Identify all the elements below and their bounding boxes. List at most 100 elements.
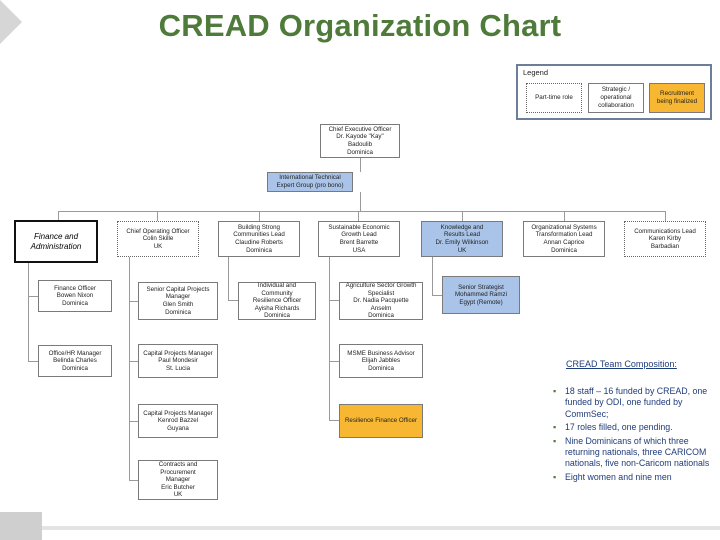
finance-officer-line-1: Finance Officer — [54, 284, 96, 292]
coo-child-3-line-1: Capital Projects Manager — [143, 409, 213, 417]
knowledge-line-3: Dr. Emily Wilkinson — [435, 239, 489, 246]
connector-coo-spine — [129, 257, 130, 480]
coo-child-1-line-1: Senior Capital Projects — [146, 285, 210, 293]
coo-child-4-line-1: Contracts and Procurement — [158, 461, 198, 476]
bsc-child-line-3: Ayisha Richards — [254, 304, 300, 312]
connector-drop-coo — [157, 211, 158, 221]
org-systems-lead-box: Organizational Systems Transformation Le… — [523, 221, 605, 257]
footer-bar-block — [0, 512, 42, 540]
coo-line-1: Chief Operating Officer — [126, 227, 190, 235]
team-bullet: 18 staff – 16 funded by CREAD, one funde… — [553, 386, 713, 420]
orgsys-line-4: Dominica — [551, 246, 577, 254]
team-composition-list: 18 staff – 16 funded by CREAD, one funde… — [553, 386, 713, 485]
connector-drop-bsc — [259, 211, 260, 221]
knowledge-child-line-1: Senior Strategist — [458, 283, 504, 291]
legend-recruitment: Recruitment being finalized — [649, 83, 705, 113]
knowledge-line-2: Results Lead — [443, 231, 481, 239]
coo-line-2: Colin Skille — [142, 235, 174, 243]
knowledge-results-lead-box: Knowledge and Results Lead Dr. Emily Wil… — [421, 221, 503, 257]
office-hr-manager-box: Office/HR Manager Belinda Charles Domini… — [38, 345, 112, 377]
sust-child-1-line-1: Agriculture Sector Growth — [345, 282, 417, 290]
finance-officer-line-3: Dominica — [62, 299, 88, 307]
ceo-line-2: Dr. Kayode "Kay" — [336, 133, 384, 141]
connector-bsc-spine — [228, 257, 229, 301]
connector-sustainable-child-2 — [329, 361, 339, 362]
knowledge-child-line-3: Egypt (Remote) — [459, 298, 503, 306]
connector-knowledge-spine — [432, 257, 433, 296]
connector-coo-child-3 — [129, 421, 138, 422]
resilience-finance-officer-box: Resilience Finance Officer — [339, 404, 423, 438]
coo-child-2-line-3: St. Lucia — [165, 364, 191, 372]
connector-sustainable-child-1 — [329, 300, 339, 301]
bsc-child-line-2: Resilience Officer — [252, 297, 302, 305]
coo-child-1-line-3: Glen Smith — [162, 301, 194, 308]
bsc-child-line-1: Individual and Community — [257, 282, 297, 297]
bsc-line-4: Dominica — [246, 246, 272, 254]
contracts-procurement-manager-box: Contracts and Procurement Manager Eric B… — [138, 460, 218, 500]
legend: Legend Part-time role Strategic / operat… — [516, 64, 712, 120]
sust-child-1-line-4: Dominica — [368, 312, 394, 320]
legend-part-time: Part-time role — [526, 83, 582, 113]
ceo-box: Chief Executive Officer Dr. Kayode "Kay"… — [320, 124, 400, 158]
connector-finance-spine — [28, 263, 29, 362]
knowledge-line-1: Knowledge and — [440, 223, 484, 231]
legend-recruitment-label: Recruitment being finalized — [656, 90, 698, 105]
capital-projects-manager-2-box: Capital Projects Manager Kenrod Bazzel G… — [138, 404, 218, 438]
orgsys-line-2: Transformation Lead — [535, 231, 593, 239]
finance-officer-box: Finance Officer Bowen Nixon Dominica — [38, 280, 112, 312]
team-bullet: 17 roles filled, one pending. — [553, 422, 713, 434]
coo-child-3-line-3: Guyana — [167, 424, 189, 432]
coo-child-2-line-1: Capital Projects Manager — [143, 349, 213, 357]
office-hr-line-3: Dominica — [62, 364, 88, 372]
bsc-lead-box: Building Strong Communities Lead Claudin… — [218, 221, 300, 257]
ceo-line-1: Chief Executive Officer — [328, 125, 392, 133]
finance-admin-box: Finance and Administration — [14, 220, 98, 263]
connector-drop-orgsys — [564, 211, 565, 221]
connector-group-bus — [360, 192, 361, 211]
coo-child-1-line-4: Dominica — [165, 308, 191, 316]
page-title: CREAD Organization Chart — [158, 8, 562, 43]
senior-capital-projects-manager-box: Senior Capital Projects Manager Glen Smi… — [138, 282, 218, 320]
sust-child-1-line-3: Dr. Nadia Pacquette Anselm — [353, 297, 409, 312]
msme-business-advisor-box: MSME Business Advisor Elijah Jabbles Dom… — [339, 344, 423, 378]
connector-coo-child-2 — [129, 361, 138, 362]
finance-line-1: Finance and — [33, 231, 79, 241]
comms-line-1: Communications Lead — [634, 227, 696, 235]
comms-line-2: Karen Kirby — [648, 235, 682, 243]
legend-strategic-label: Strategic / operational collaboration — [598, 86, 634, 109]
comms-line-3: Barbadian — [650, 242, 680, 250]
connector-top-bus — [58, 211, 666, 212]
communications-lead-box: Communications Lead Karen Kirby Barbadia… — [624, 221, 706, 257]
ceo-line-3: Badoulib — [347, 141, 373, 148]
connector-drop-sustainable — [358, 211, 359, 221]
legend-strategic: Strategic / operational collaboration — [588, 83, 644, 113]
connector-drop-comms — [665, 211, 666, 221]
connector-sustainable-child-3 — [329, 420, 339, 421]
connector-bsc-child-1 — [228, 300, 238, 301]
connector-drop-finance — [58, 211, 59, 221]
connector-knowledge-child-1 — [432, 295, 442, 296]
connector-drop-knowledge — [462, 211, 463, 221]
sust-child-2-line-1: MSME Business Advisor — [347, 349, 415, 357]
team-bullet: Nine Dominicans of which three returning… — [553, 436, 713, 470]
knowledge-line-4: UK — [457, 246, 467, 254]
bsc-line-3: Claudine Roberts — [235, 239, 283, 246]
bsc-child-line-4: Dominica — [264, 312, 290, 320]
sust-child-2-line-2: Elijah Jabbles — [361, 357, 401, 365]
legend-title: Legend — [523, 68, 549, 77]
connector-ceo-group — [360, 158, 361, 172]
sust-child-2-line-3: Dominica — [368, 364, 394, 372]
connector-finance-child-1 — [28, 296, 38, 297]
connector-coo-child-4 — [129, 480, 138, 481]
coo-line-3: UK — [153, 242, 163, 250]
connector-coo-child-1 — [129, 301, 138, 302]
connector-finance-child-2 — [28, 361, 38, 362]
footer-bar — [0, 512, 720, 540]
intl-group-line-2: Expert Group (pro bono) — [276, 182, 344, 189]
capital-projects-manager-1-box: Capital Projects Manager Paul Mondesir S… — [138, 344, 218, 378]
coo-child-1-line-2: Manager — [165, 293, 191, 301]
ceo-line-4: Dominica — [347, 148, 373, 156]
knowledge-child-line-2: Mohammed Ramzi — [455, 291, 507, 299]
finance-line-2: Administration — [30, 241, 82, 251]
agriculture-growth-specialist-box: Agriculture Sector Growth Specialist Dr.… — [339, 282, 423, 320]
